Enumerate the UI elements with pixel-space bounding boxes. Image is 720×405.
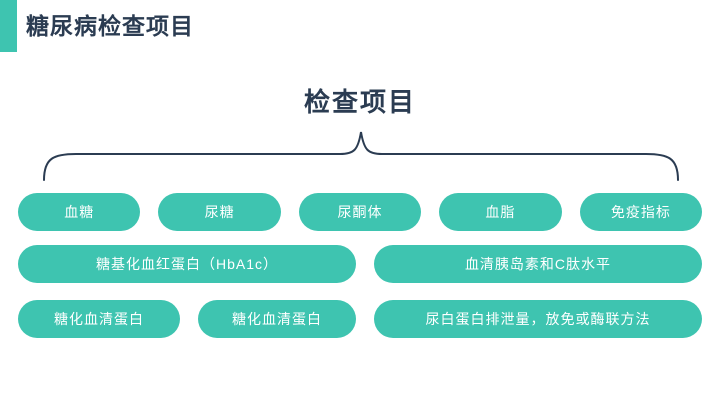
pill-item[interactable]: 免疫指标: [579, 193, 703, 231]
pill-item[interactable]: 尿酮体: [298, 193, 422, 231]
main-heading: 检查项目: [303, 87, 416, 117]
pill-item[interactable]: 糖化血清蛋白: [198, 300, 356, 338]
slide-header: 糖尿病检查项目: [0, 0, 720, 56]
accent-bar: [0, 0, 17, 52]
pill-item[interactable]: 尿白蛋白排泄量，放免或酶联方法: [374, 300, 702, 338]
pill-item[interactable]: 血脂: [439, 193, 562, 231]
pill-item[interactable]: 尿糖: [158, 193, 281, 231]
pill-row-2: 糖基化血红蛋白（HbA1c） 血清胰岛素和C肽水平: [18, 245, 702, 283]
page-title: 糖尿病检查项目: [26, 13, 194, 39]
pill-item[interactable]: 糖化血清蛋白: [18, 300, 180, 338]
brace-connector: [40, 128, 682, 184]
pill-row-1: 血糖 尿糖 尿酮体 血脂 免疫指标: [18, 193, 703, 231]
brace-icon: [43, 131, 679, 181]
pill-row-3: 糖化血清蛋白 糖化血清蛋白 尿白蛋白排泄量，放免或酶联方法: [18, 300, 702, 338]
pill-item[interactable]: 糖基化血红蛋白（HbA1c）: [18, 245, 356, 283]
pill-item[interactable]: 血糖: [18, 193, 141, 231]
pill-item[interactable]: 血清胰岛素和C肽水平: [374, 245, 702, 283]
